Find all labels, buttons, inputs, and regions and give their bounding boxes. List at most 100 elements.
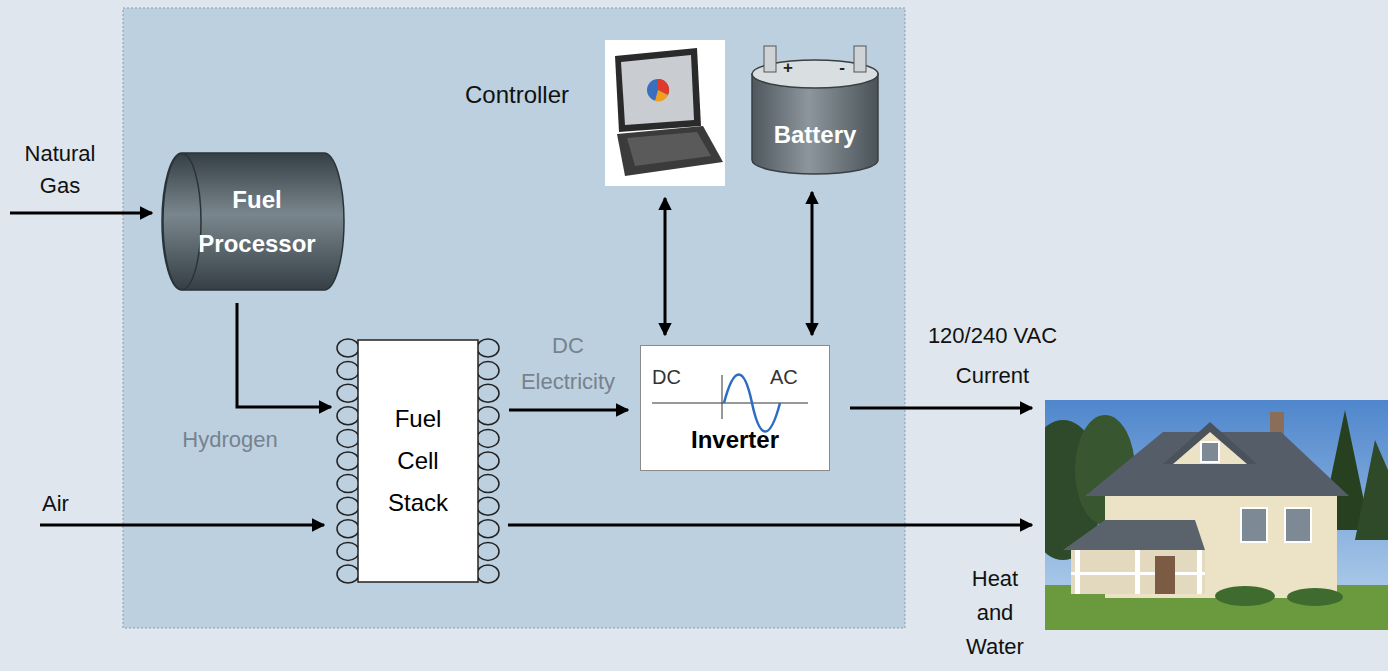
node-text: Fuel Processor xyxy=(182,178,332,266)
sky xyxy=(1045,400,1388,630)
battery-node: + - Battery xyxy=(748,42,882,182)
cell-loop xyxy=(337,520,359,538)
text-holder: Fuel Processor xyxy=(182,178,332,266)
cell-loop xyxy=(477,429,499,447)
node-text: Battery xyxy=(774,120,857,150)
door xyxy=(1155,556,1175,594)
gas-input-arrow xyxy=(10,212,152,215)
cell-loop xyxy=(337,384,359,402)
label-holder: Heat and Water xyxy=(955,562,1035,664)
main-roof xyxy=(1085,432,1349,496)
battery-terminal xyxy=(854,46,866,72)
flow-label: DC Electricity xyxy=(506,328,630,400)
text-holder: AC xyxy=(770,365,820,389)
cell-loop xyxy=(337,565,359,583)
cell-loop xyxy=(337,429,359,447)
controller-node: Controller xyxy=(465,38,727,190)
photo-ground xyxy=(605,40,725,186)
node-text: Fuel Cell Stack xyxy=(373,398,463,524)
battery-body xyxy=(752,74,878,174)
cell-loop xyxy=(477,497,499,515)
battery-node-shape xyxy=(748,42,882,182)
label-holder: Air xyxy=(42,490,112,518)
text-holder: Inverter xyxy=(640,425,830,455)
cell-loop xyxy=(477,520,499,538)
fuel-cell-stack: Fuel Cell Stack xyxy=(335,338,501,584)
laptop-base xyxy=(617,126,723,176)
cell-loop xyxy=(477,339,499,357)
gable-roof xyxy=(1163,422,1257,464)
node-text: Controller xyxy=(465,80,569,110)
cell-loop xyxy=(477,362,499,380)
laptop-screen-frame xyxy=(615,48,701,132)
cell-loop xyxy=(337,542,359,560)
bush xyxy=(1287,588,1343,606)
fuel-processor: Fuel Processor xyxy=(160,150,346,293)
cell-loop xyxy=(477,384,499,402)
node-text: + xyxy=(783,58,793,78)
flow-arrow xyxy=(811,192,814,335)
text-holder: + xyxy=(778,58,798,78)
gable-wall xyxy=(1173,432,1247,464)
controller-node-shape xyxy=(465,38,727,190)
fuel-processor-shape xyxy=(160,150,346,293)
cell-loop xyxy=(477,407,499,425)
heat-output-arrow xyxy=(508,524,1032,527)
cell-loop xyxy=(337,362,359,380)
node-text: AC xyxy=(770,365,798,389)
system-panel xyxy=(123,8,905,628)
flow-arrow xyxy=(237,303,331,407)
pie-chart xyxy=(647,79,669,101)
inverter-box: DC AC Inverter xyxy=(640,345,830,471)
input-label: Air xyxy=(42,490,69,518)
cell-loop xyxy=(337,407,359,425)
label-holder: Natural Gas xyxy=(5,138,115,202)
ac-output-arrow xyxy=(850,407,1032,410)
flow-label: Hydrogen xyxy=(182,426,277,454)
cell-loop xyxy=(477,542,499,560)
cell-loop xyxy=(337,475,359,493)
window xyxy=(1201,442,1219,462)
cell-loop xyxy=(477,452,499,470)
bush xyxy=(1215,586,1275,606)
cell-loop xyxy=(477,565,499,583)
node-text: Inverter xyxy=(691,425,779,455)
pie-slice xyxy=(655,90,668,101)
label-holder: 120/240 VAC Current xyxy=(905,316,1080,396)
cylinder-cap xyxy=(163,154,201,290)
cylinder-body xyxy=(162,153,344,290)
node-text: - xyxy=(839,58,845,78)
porch-roof xyxy=(1063,520,1205,550)
output-label: 120/240 VAC Current xyxy=(909,316,1076,396)
stack-box xyxy=(358,340,478,582)
cell-loop xyxy=(337,452,359,470)
air-input-arrow xyxy=(40,524,324,527)
window xyxy=(1285,508,1311,542)
text-holder: DC xyxy=(652,365,702,389)
edge-label-holder: Hydrogen xyxy=(165,426,295,454)
house-picture xyxy=(1045,400,1388,630)
laptop-screen xyxy=(621,55,694,125)
text-holder: Fuel Cell Stack xyxy=(373,398,463,524)
input-label: Natural Gas xyxy=(9,138,111,202)
axis-line xyxy=(652,403,808,404)
laptop-keyboard xyxy=(627,132,711,166)
cell-loop xyxy=(337,339,359,357)
text-holder: - xyxy=(832,58,852,78)
pine-tree xyxy=(1355,440,1388,540)
edge-label-holder: DC Electricity xyxy=(503,328,633,400)
text-holder: Battery xyxy=(748,120,882,150)
flow-arrow xyxy=(509,409,628,412)
window xyxy=(1241,508,1267,542)
flow-arrow xyxy=(664,198,667,335)
porch xyxy=(1071,550,1205,594)
cell-loop xyxy=(477,475,499,493)
axis-line xyxy=(722,375,723,419)
text-holder: Controller xyxy=(465,80,605,110)
output-label: Heat and Water xyxy=(959,562,1031,664)
cell-loop xyxy=(337,497,359,515)
porch-railing xyxy=(1071,572,1205,575)
inverter-outline xyxy=(641,346,830,471)
node-text: DC xyxy=(652,365,681,389)
